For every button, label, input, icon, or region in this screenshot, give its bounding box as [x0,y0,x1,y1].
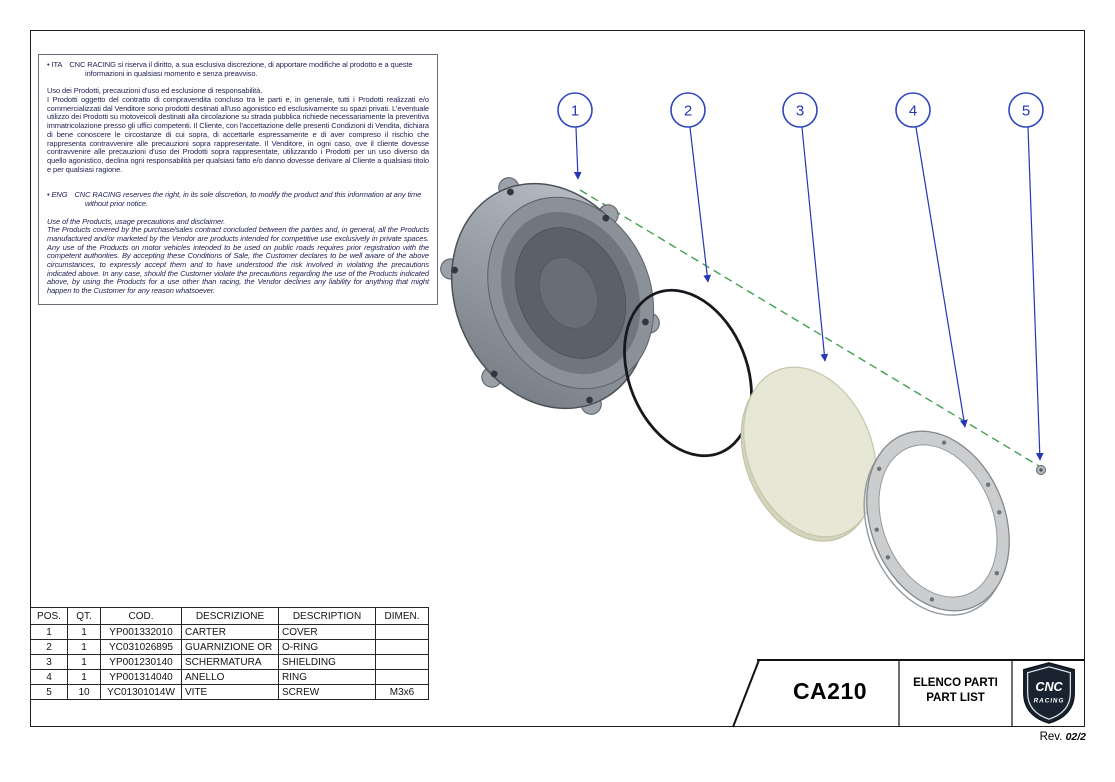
cell-description: SCREW [278,684,376,700]
table-row: 3 1 YP001230140 SCHERMATURA SHIELDING [30,654,429,670]
cell-dimen [375,639,429,655]
eng-notice-text: CNC RACING reserves the right, in its so… [74,190,422,208]
cell-descrizione: VITE [181,684,279,700]
cell-cod: YC01301014W [100,684,182,700]
column-header-cod: COD. [100,607,182,625]
logo-text-cnc: CNC [1035,680,1063,694]
disclaimer-box: • ITA CNC RACING si riserva il diritto, a… [38,54,438,305]
revision-label: Rev. [1039,731,1063,743]
cell-qt: 10 [67,684,101,700]
cell-dimen [375,669,429,685]
cell-cod: YP001314040 [100,669,182,685]
column-header-dimen: DIMEN. [375,607,429,625]
parts-list-label: ELENCO PARTI PART LIST [899,676,1012,706]
cell-pos: 1 [30,624,68,640]
cell-description: O-RING [278,639,376,655]
parts-list-label-it: ELENCO PARTI [913,677,998,689]
table-row: 2 1 YC031026895 GUARNIZIONE OR O-RING [30,639,429,655]
parts-list-label-en: PART LIST [926,692,985,704]
cell-description: RING [278,669,376,685]
eng-disclaimer-heading: Use of the Products, usage precautions a… [47,216,226,226]
cell-qt: 1 [67,639,101,655]
table-row: 4 1 YP001314040 ANELLO RING [30,669,429,685]
column-header-qt: QT. [67,607,101,625]
column-header-descrizione: DESCRIZIONE [181,607,279,625]
cell-dimen [375,654,429,670]
column-header-pos: POS. [30,607,68,625]
cell-descrizione: ANELLO [181,669,279,685]
eng-disclaimer-body: The Products covered by the purchase/sal… [47,225,429,296]
ita-disclaimer-body: I Prodotti oggetto del contratto di comp… [47,95,429,174]
table-header-row: POS. QT. COD. DESCRIZIONE DESCRIPTION DI… [30,607,429,625]
cell-descrizione: GUARNIZIONE OR [181,639,279,655]
cell-dimen [375,624,429,640]
table-row: 1 1 YP001332010 CARTER COVER [30,624,429,640]
cell-pos: 3 [30,654,68,670]
logo-text-racing: RACING [1034,698,1065,705]
cell-cod: YC031026895 [100,639,182,655]
cell-pos: 2 [30,639,68,655]
cell-dimen: M3x6 [375,684,429,700]
ita-notice: • ITA CNC RACING si riserva il diritto, a… [47,60,429,78]
cell-descrizione: SCHERMATURA [181,654,279,670]
ita-disclaimer-heading: Uso dei Prodotti, precauzioni d'uso ed e… [47,86,263,96]
cell-pos: 4 [30,669,68,685]
ita-language-tag: • ITA [47,60,63,69]
eng-notice: • ENG CNC RACING reserves the right, in i… [47,190,429,208]
cell-description: SHIELDING [278,654,376,670]
cell-descrizione: CARTER [181,624,279,640]
cell-pos: 5 [30,684,68,700]
page-border [30,30,1085,727]
cell-cod: YP001230140 [100,654,182,670]
ita-notice-text: CNC RACING si riserva il diritto, a sua … [69,60,413,78]
eng-language-tag: • ENG [47,190,68,200]
table-row: 5 10 YC01301014W VITE SCREW M3x6 [30,684,429,700]
revision: Rev. 02/2 [936,731,1086,743]
cell-description: COVER [278,624,376,640]
cnc-racing-logo-icon: CNC RACING [1023,662,1075,724]
cell-qt: 1 [67,669,101,685]
product-code: CA210 [792,678,868,704]
cell-qt: 1 [67,624,101,640]
revision-value: 02/2 [1065,731,1086,743]
cell-cod: YP001332010 [100,624,182,640]
column-header-description: DESCRIPTION [278,607,376,625]
cell-qt: 1 [67,654,101,670]
parts-table: POS. QT. COD. DESCRIZIONE DESCRIPTION DI… [30,607,429,700]
